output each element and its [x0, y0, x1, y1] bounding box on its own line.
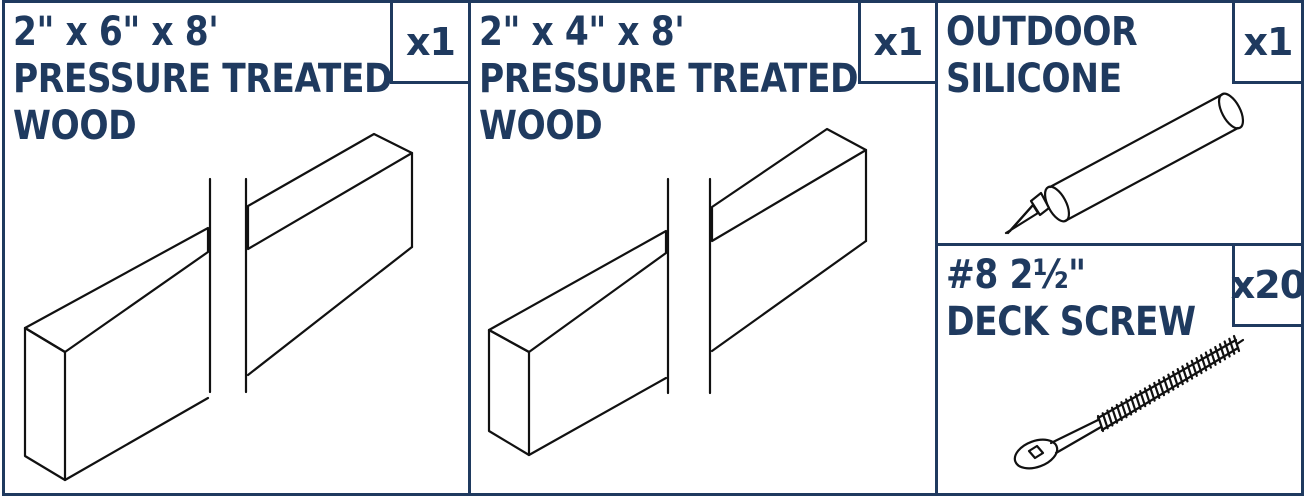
thread-ridge: [1148, 384, 1156, 402]
silicone-tube-icon: [1004, 92, 1245, 235]
thread-ridge: [1176, 368, 1184, 386]
part-title: #8 2½" DECK SCREW: [946, 252, 1196, 345]
quantity-box: x1: [390, 3, 468, 84]
part-panel-deck-screw: #8 2½" DECK SCREW x20: [935, 243, 1304, 496]
thread-ridge: [1186, 362, 1194, 380]
deck-screw-icon: [1013, 334, 1245, 470]
thread-ridge: [1162, 376, 1170, 394]
part-title: 2" x 6" x 8' PRESSURE TREATED WOOD: [13, 9, 393, 149]
thread-ridge: [1204, 351, 1212, 369]
thread-ridge: [1134, 392, 1142, 411]
thread-ridge: [1129, 395, 1137, 413]
thread-ridge: [1214, 345, 1222, 364]
quantity-box: x1: [1232, 3, 1301, 84]
thread-ridge: [1096, 414, 1105, 433]
part-panel-outdoor-silicone: OUTDOOR SILICONE x1: [935, 0, 1304, 246]
thread-ridge: [1218, 343, 1227, 361]
thread-ridge: [1157, 379, 1166, 397]
screw-tip: [1235, 338, 1245, 346]
thread-ridge: [1167, 373, 1175, 391]
thread-ridge: [1115, 403, 1123, 422]
thread-ridge: [1153, 381, 1161, 399]
thread-ridge: [1106, 409, 1114, 427]
thread-ridge: [1195, 356, 1203, 375]
thread-ridge: [1125, 398, 1133, 416]
lumber-board-icon: [487, 127, 868, 457]
thread-ridge: [1223, 340, 1231, 358]
thread-ridge: [1190, 359, 1198, 377]
thread-ridge: [1110, 406, 1119, 424]
thread-ridge: [1120, 401, 1128, 419]
part-title: 2" x 4" x 8' PRESSURE TREATED WOOD: [479, 9, 859, 149]
thread-ridge: [1209, 348, 1217, 366]
thread-ridge: [1200, 354, 1208, 372]
thread-ridge: [1171, 370, 1180, 388]
quantity-box: x1: [858, 3, 935, 84]
thread-ridge: [1228, 337, 1236, 355]
quantity-box: x20: [1231, 246, 1301, 327]
thread-ridge: [1143, 387, 1151, 405]
lumber-board-icon: [23, 132, 414, 482]
thread-ridge: [1181, 365, 1189, 383]
part-title: OUTDOOR SILICONE: [946, 9, 1138, 102]
thread-ridge: [1139, 390, 1147, 408]
part-panel-2x6-wood: 2" x 6" x 8' PRESSURE TREATED WOOD x1: [2, 0, 471, 496]
thread-ridge: [1101, 412, 1109, 430]
part-panel-2x4-wood: 2" x 4" x 8' PRESSURE TREATED WOOD x1: [468, 0, 938, 496]
